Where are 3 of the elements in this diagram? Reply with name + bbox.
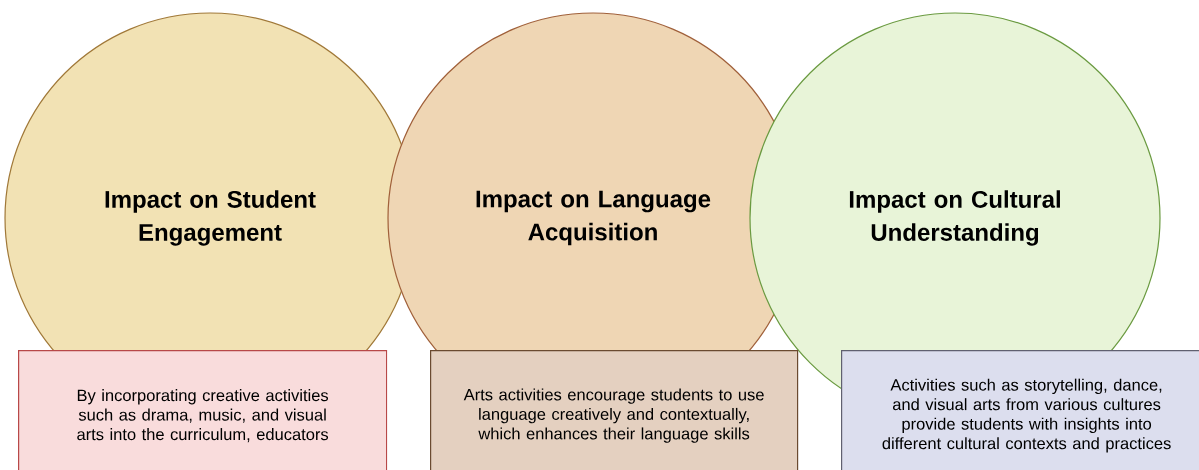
description-box: Activities such as storytelling, dance, and visual arts from various cultures provide students with insights into different cultural contexts and practices (841, 350, 1199, 470)
description-box: By incorporating creative activities such as drama, music, and visual arts into the curriculum, educators (18, 350, 388, 470)
description-box: Arts activities encourage students to use language creatively and contextually, which enhances their language skills (430, 350, 799, 470)
